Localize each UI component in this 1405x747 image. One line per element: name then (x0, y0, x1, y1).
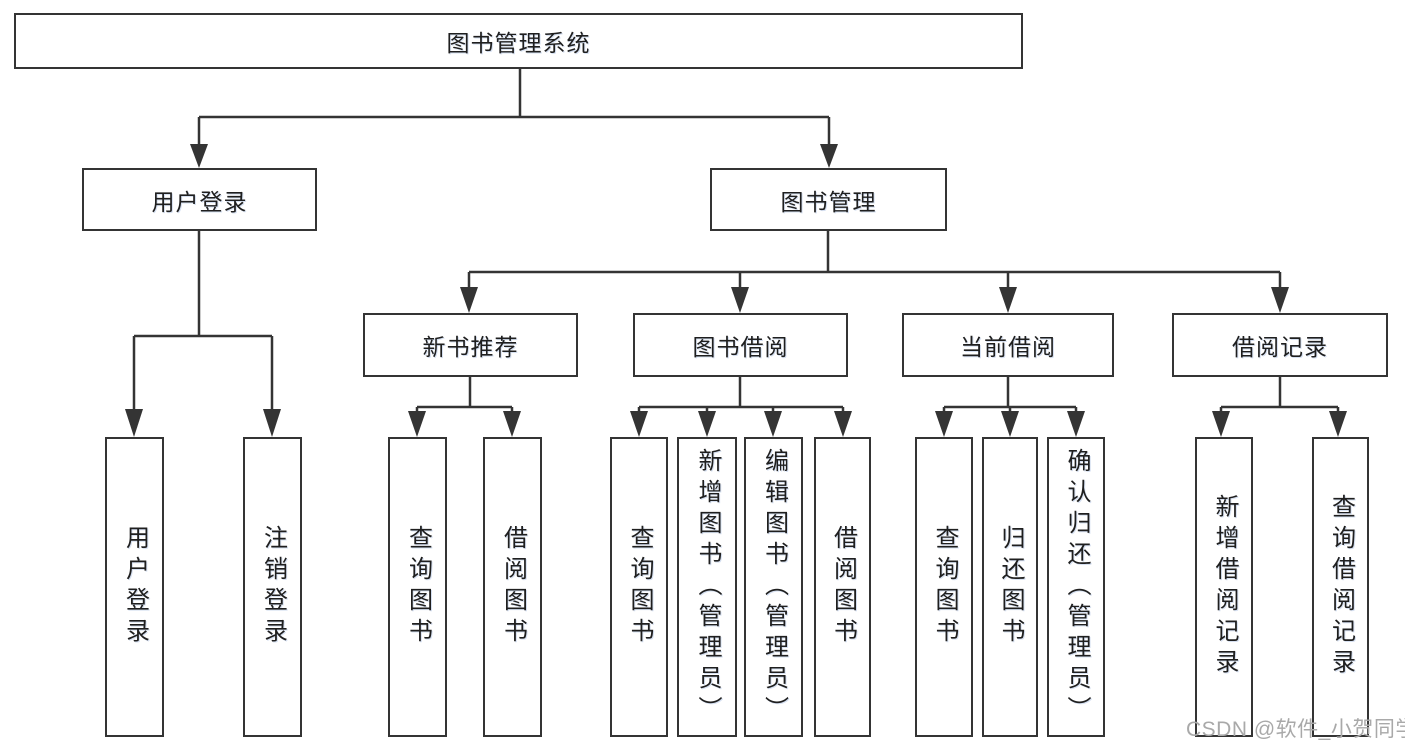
leaf-newbook-borrow-books: 借阅图书 (483, 437, 542, 737)
leaf-borrow-query-books: 查询图书 (610, 437, 668, 737)
leaf-newbook-query-books-label: 查询图书 (404, 525, 432, 649)
leaf-records-add-record-label: 新增借阅记录 (1211, 494, 1238, 680)
node-new-book-recommend: 新书推荐 (363, 313, 578, 377)
leaf-borrow-add-books-admin: 新增图书（管理员） (677, 437, 737, 737)
leaf-borrow-edit-books-admin: 编辑图书（管理员） (744, 437, 803, 737)
leaf-newbook-query-books: 查询图书 (388, 437, 447, 737)
leaf-logout: 注销登录 (243, 437, 302, 737)
edge-root-branch (197, 69, 831, 146)
node-new-book-recommend-label: 新书推荐 (422, 334, 519, 360)
edge-login-branch (132, 231, 274, 411)
edge-borrow-branch (637, 377, 845, 414)
leaf-current-confirm-return-admin: 确认归还（管理员） (1047, 437, 1105, 737)
leaf-current-query-books-label: 查询图书 (931, 525, 958, 649)
leaf-user-login: 用户登录 (105, 437, 164, 737)
edge-records-branch (1219, 377, 1340, 414)
leaf-current-confirm-return-admin-label: 确认归还（管理员） (1063, 447, 1090, 727)
csdn-watermark: CSDN @软件_小贺同学 (1186, 718, 1405, 741)
node-root-label: 图书管理系统 (446, 30, 591, 56)
leaf-records-add-record: 新增借阅记录 (1195, 437, 1253, 737)
node-current-borrow: 当前借阅 (902, 313, 1114, 377)
leaf-records-query-record-label: 查询借阅记录 (1327, 494, 1355, 680)
node-book-management-label: 图书管理 (780, 188, 877, 215)
leaf-borrow-borrow-books-label: 借阅图书 (829, 525, 857, 649)
node-current-borrow-label: 当前借阅 (960, 334, 1056, 360)
leaf-borrow-edit-books-admin-label: 编辑图书（管理员） (760, 447, 788, 727)
leaf-borrow-add-books-admin-label: 新增图书（管理员） (694, 447, 721, 727)
node-borrow-records-label: 借阅记录 (1232, 334, 1328, 360)
leaf-logout-label: 注销登录 (259, 525, 287, 649)
edge-newbook-branch (415, 377, 514, 414)
node-book-borrow: 图书借阅 (633, 313, 848, 377)
leaf-current-query-books: 查询图书 (915, 437, 973, 737)
edge-mgmt-branch (467, 231, 1282, 289)
leaf-user-login-label: 用户登录 (121, 525, 149, 649)
node-book-management: 图书管理 (710, 168, 947, 231)
leaf-records-query-record: 查询借阅记录 (1312, 437, 1369, 737)
node-book-borrow-label: 图书借阅 (692, 334, 789, 360)
edge-current-branch (942, 377, 1078, 414)
node-user-login-label: 用户登录 (151, 188, 248, 215)
leaf-newbook-borrow-books-label: 借阅图书 (499, 525, 527, 649)
node-user-login: 用户登录 (82, 168, 317, 231)
node-borrow-records: 借阅记录 (1172, 313, 1388, 377)
leaf-borrow-borrow-books: 借阅图书 (814, 437, 871, 737)
leaf-current-return-books: 归还图书 (982, 437, 1038, 737)
node-root-system: 图书管理系统 (14, 13, 1023, 69)
leaf-current-return-books-label: 归还图书 (997, 525, 1024, 649)
leaf-borrow-query-books-label: 查询图书 (626, 525, 653, 649)
